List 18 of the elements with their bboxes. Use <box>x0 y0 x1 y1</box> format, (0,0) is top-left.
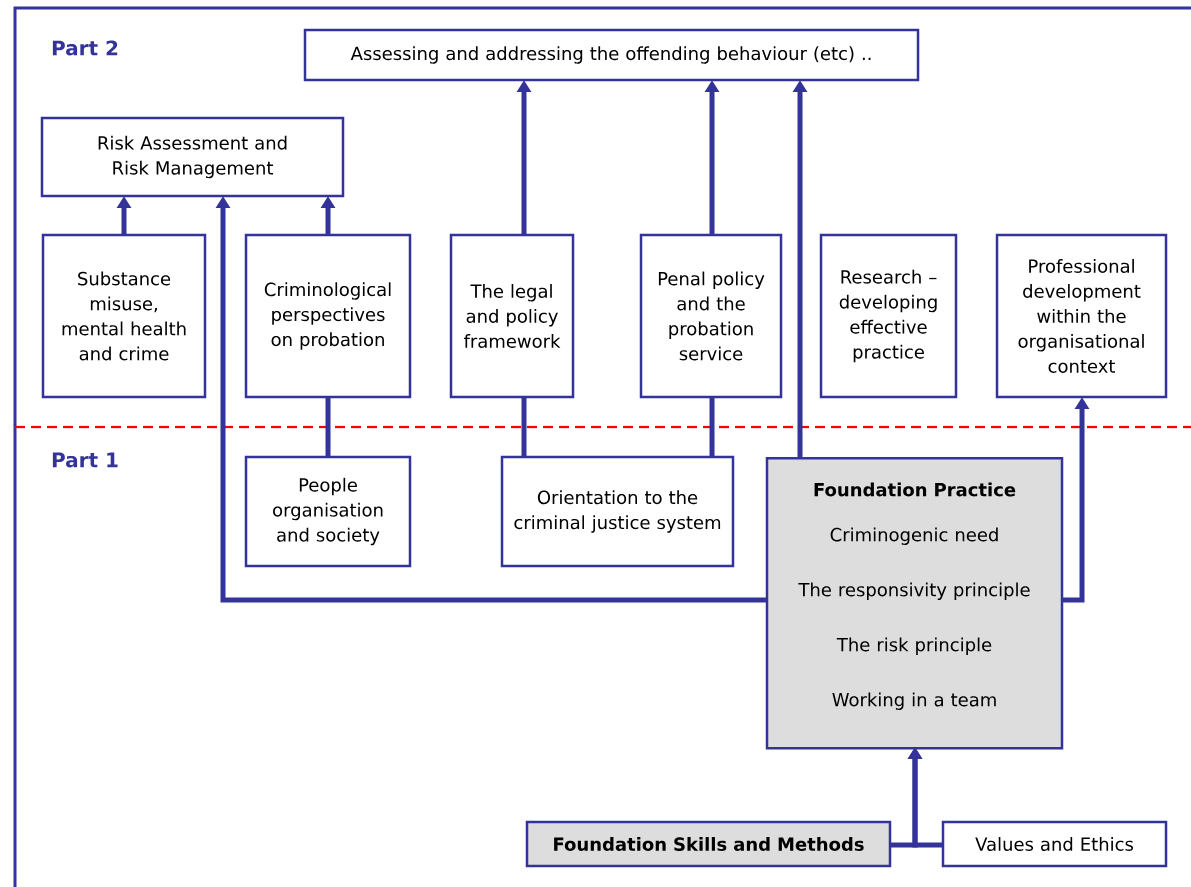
process-box: Research – developing effective practice <box>819 233 958 399</box>
process-box: Assessing and addressing the offending behaviour (etc) .. <box>303 28 920 82</box>
process-box: Professional development within the organisational context <box>995 233 1168 399</box>
section-label: Part 2 <box>52 40 118 56</box>
connector-line <box>521 397 527 457</box>
process-box: Values and Ethics <box>941 820 1168 868</box>
process-box: Foundation Practice Criminogenic need The responsivity principle The risk principle Working in a team <box>765 457 1064 750</box>
process-box: People organisation and society <box>244 455 412 568</box>
section-label: Part 1 <box>52 452 118 468</box>
process-box: Criminological perspectives on probation <box>244 233 412 399</box>
process-box: The legal and policy framework <box>449 233 575 399</box>
process-box: Penal policy and the probation service <box>639 233 783 399</box>
process-box: Risk Assessment and Risk Management <box>40 116 345 198</box>
connector-line <box>709 397 715 457</box>
process-box: Substance misuse, mental health and crime <box>41 233 207 399</box>
connector-line <box>325 397 331 457</box>
process-box: Orientation to the criminal justice system <box>500 455 735 568</box>
process-box: Foundation Skills and Methods <box>525 820 892 868</box>
